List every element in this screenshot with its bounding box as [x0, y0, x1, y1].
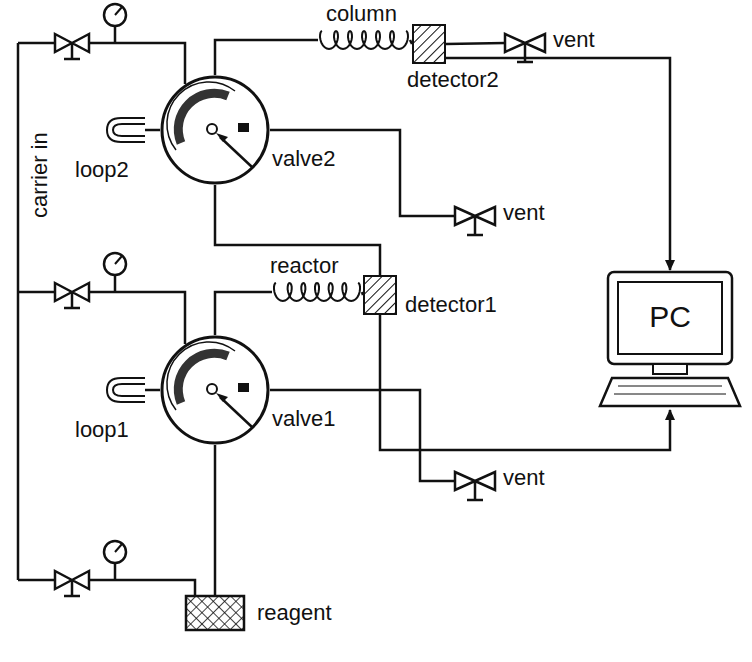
reagent-shape — [185, 595, 245, 631]
valve-shape — [160, 335, 270, 445]
reactor-coil: reactor — [272, 282, 362, 302]
part-label: valve2 — [272, 147, 336, 171]
gas-line — [214, 445, 217, 595]
screen-label: PC — [620, 300, 720, 333]
gas-line — [145, 129, 160, 132]
pc-shape — [598, 270, 742, 410]
flow-label: carrier in — [28, 132, 52, 218]
vent-valve: vent — [455, 205, 495, 227]
vent-valve: vent — [455, 470, 495, 492]
part-label: reactor — [270, 254, 338, 278]
hatch-shape — [363, 275, 397, 315]
vent-valve: vent — [505, 32, 545, 54]
part-label: reagent — [257, 601, 332, 625]
loop-shape — [105, 370, 145, 410]
vent-shape — [455, 205, 495, 227]
gas-line — [215, 292, 272, 335]
part-label: loop1 — [75, 418, 129, 442]
coil-shape — [318, 30, 410, 50]
gas-line — [145, 389, 160, 392]
part-label: vent — [503, 201, 545, 225]
part-label: detector2 — [407, 68, 499, 92]
six-port-valve: valve1 — [160, 335, 270, 445]
part-label: vent — [503, 466, 545, 490]
sample-loop: loop2 — [105, 110, 145, 150]
reagent-vessel: reagent — [185, 595, 245, 631]
part-label: valve1 — [272, 407, 336, 431]
detector-box: detector1 — [363, 275, 397, 315]
sample-loop: loop1 — [105, 370, 145, 410]
vent-shape — [505, 32, 545, 54]
six-port-valve: valve2 — [160, 75, 270, 185]
gas-line — [215, 40, 318, 75]
gas-line — [410, 40, 412, 44]
gas-line — [270, 390, 455, 481]
detector-box: detector2 — [412, 24, 446, 64]
column-coil: column — [318, 30, 410, 50]
gas-line — [270, 130, 455, 216]
valve-shape — [160, 75, 270, 185]
hatch-shape — [412, 24, 446, 64]
vent-shape — [455, 470, 495, 492]
part-label: detector1 — [405, 293, 497, 317]
loop-shape — [105, 110, 145, 150]
computer: PC — [598, 270, 742, 410]
part-label: loop2 — [75, 158, 129, 182]
gas-line — [446, 43, 505, 44]
gas-line — [362, 292, 363, 295]
coil-shape — [272, 282, 362, 302]
part-label: column — [326, 2, 397, 26]
part-label: vent — [553, 28, 595, 52]
